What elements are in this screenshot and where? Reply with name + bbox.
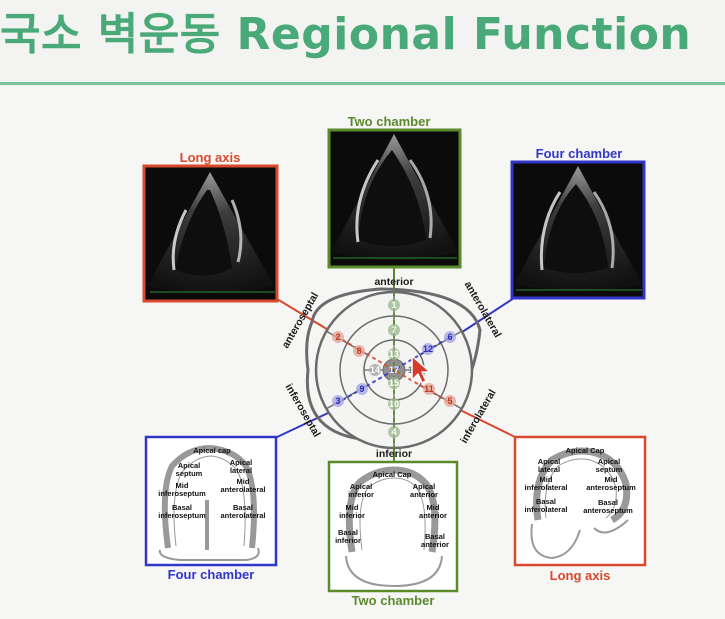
segment-4: 4 [391, 427, 396, 437]
tc-basal-inferior-2: inferior [335, 536, 361, 545]
fc-mid-anterolateral-1: Mid [237, 477, 250, 486]
la-basal-inferolateral-1: Basal [536, 497, 556, 506]
mouse-pointer-icon [411, 355, 431, 384]
tc-apical-inferior-2: inferior [348, 490, 374, 499]
segment-14: 14 [370, 365, 380, 375]
title-divider [0, 82, 725, 85]
segment-12: 12 [423, 344, 433, 354]
segment-17: 17 [389, 365, 399, 375]
fc-basal-anterolateral-1: Basal [233, 503, 253, 512]
two-chamber-top-label: Two chamber [348, 114, 431, 129]
segment-5: 5 [447, 396, 452, 406]
two-chamber-bottom-label: Two chamber [352, 593, 435, 608]
segment-6: 6 [447, 332, 452, 342]
la-apical-septum-2: septum [596, 465, 623, 474]
tc-basal-anterior-1: Basal [425, 532, 445, 541]
la-basal-anteroseptum-1: Basal [598, 498, 618, 507]
segment-11: 11 [424, 384, 434, 394]
tc-apical-inferior-1: Apical [350, 482, 373, 491]
two-chamber-echo-image [327, 128, 462, 269]
fc-mid-inferoseptum-1: Mid [176, 481, 189, 490]
tc-mid-anterior-1: Mid [427, 503, 440, 512]
fc-basal-inferoseptum-2: inferoseptum [158, 511, 206, 520]
bullseye-plot [305, 287, 482, 450]
label-inferior: inferior [376, 448, 412, 460]
la-apical-lateral-2: lateral [538, 465, 560, 474]
tc-basal-inferior-1: Basal [338, 528, 358, 537]
fc-apical-septum-2: septum [176, 469, 203, 478]
la-mid-anteroseptum-2: anteroseptum [586, 483, 636, 492]
segment-1: 1 [391, 300, 396, 310]
fc-basal-anterolateral-2: anterolateral [220, 511, 265, 520]
la-mid-inferolateral-2: inferolateral [525, 483, 568, 492]
la-mid-inferolateral-1: Mid [540, 475, 553, 484]
tc-apical-anterior-2: anterior [410, 490, 438, 499]
fc-apical-lateral-2: lateral [230, 466, 252, 475]
fc-mid-anterolateral-2: anterolateral [220, 485, 265, 494]
segment-2: 2 [335, 332, 340, 342]
label-anteroseptal: anteroseptal [280, 290, 322, 350]
long-axis-echo-image [142, 164, 279, 303]
la-apical-lateral-1: Apical [538, 457, 561, 466]
tc-mid-inferior-2: inferior [339, 511, 365, 520]
four-chamber-echo-image [510, 160, 646, 300]
fc-mid-inferoseptum-2: inferoseptum [158, 489, 206, 498]
segment-10: 10 [389, 399, 399, 409]
segment-3: 3 [335, 396, 340, 406]
la-apical-cap: Apical Cap [566, 446, 605, 455]
segment-13: 13 [389, 349, 399, 359]
four-chamber-schematic: Apical cap Apical septum Apical lateral … [144, 435, 278, 567]
la-mid-anteroseptum-1: Mid [605, 475, 618, 484]
fc-apical-cap: Apical cap [193, 446, 231, 455]
la-basal-inferolateral-2: inferolateral [525, 505, 568, 514]
la-basal-anteroseptum-2: anteroseptum [583, 506, 633, 515]
segment-9: 9 [359, 384, 364, 394]
four-chamber-top-label: Four chamber [536, 146, 623, 161]
fc-apical-lateral-1: Apical [230, 458, 253, 467]
long-axis-top-label: Long axis [180, 150, 241, 165]
tc-apical-cap: Apical Cap [373, 470, 412, 479]
tc-basal-anterior-2: anterior [421, 540, 449, 549]
la-apical-septum-1: Apical [598, 457, 621, 466]
fc-basal-inferoseptum-1: Basal [172, 503, 192, 512]
tc-apical-anterior-1: Apical [413, 482, 436, 491]
segment-15: 15 [389, 378, 399, 388]
tc-mid-inferior-1: Mid [346, 503, 359, 512]
slide-title: 국소 벽운동 Regional Function [0, 9, 692, 60]
fc-apical-septum-1: Apical [178, 461, 201, 470]
long-axis-bottom-label: Long axis [550, 568, 611, 583]
segment-8: 8 [356, 346, 361, 356]
long-axis-schematic: Apical Cap Apical lateral Apical septum … [513, 435, 647, 567]
segment-7: 7 [391, 325, 396, 335]
tc-mid-anterior-2: anterior [419, 511, 447, 520]
four-chamber-bottom-label: Four chamber [168, 567, 255, 582]
label-anterior: anterior [374, 276, 413, 288]
two-chamber-schematic: Apical Cap Apical inferior Apical anteri… [327, 460, 459, 593]
